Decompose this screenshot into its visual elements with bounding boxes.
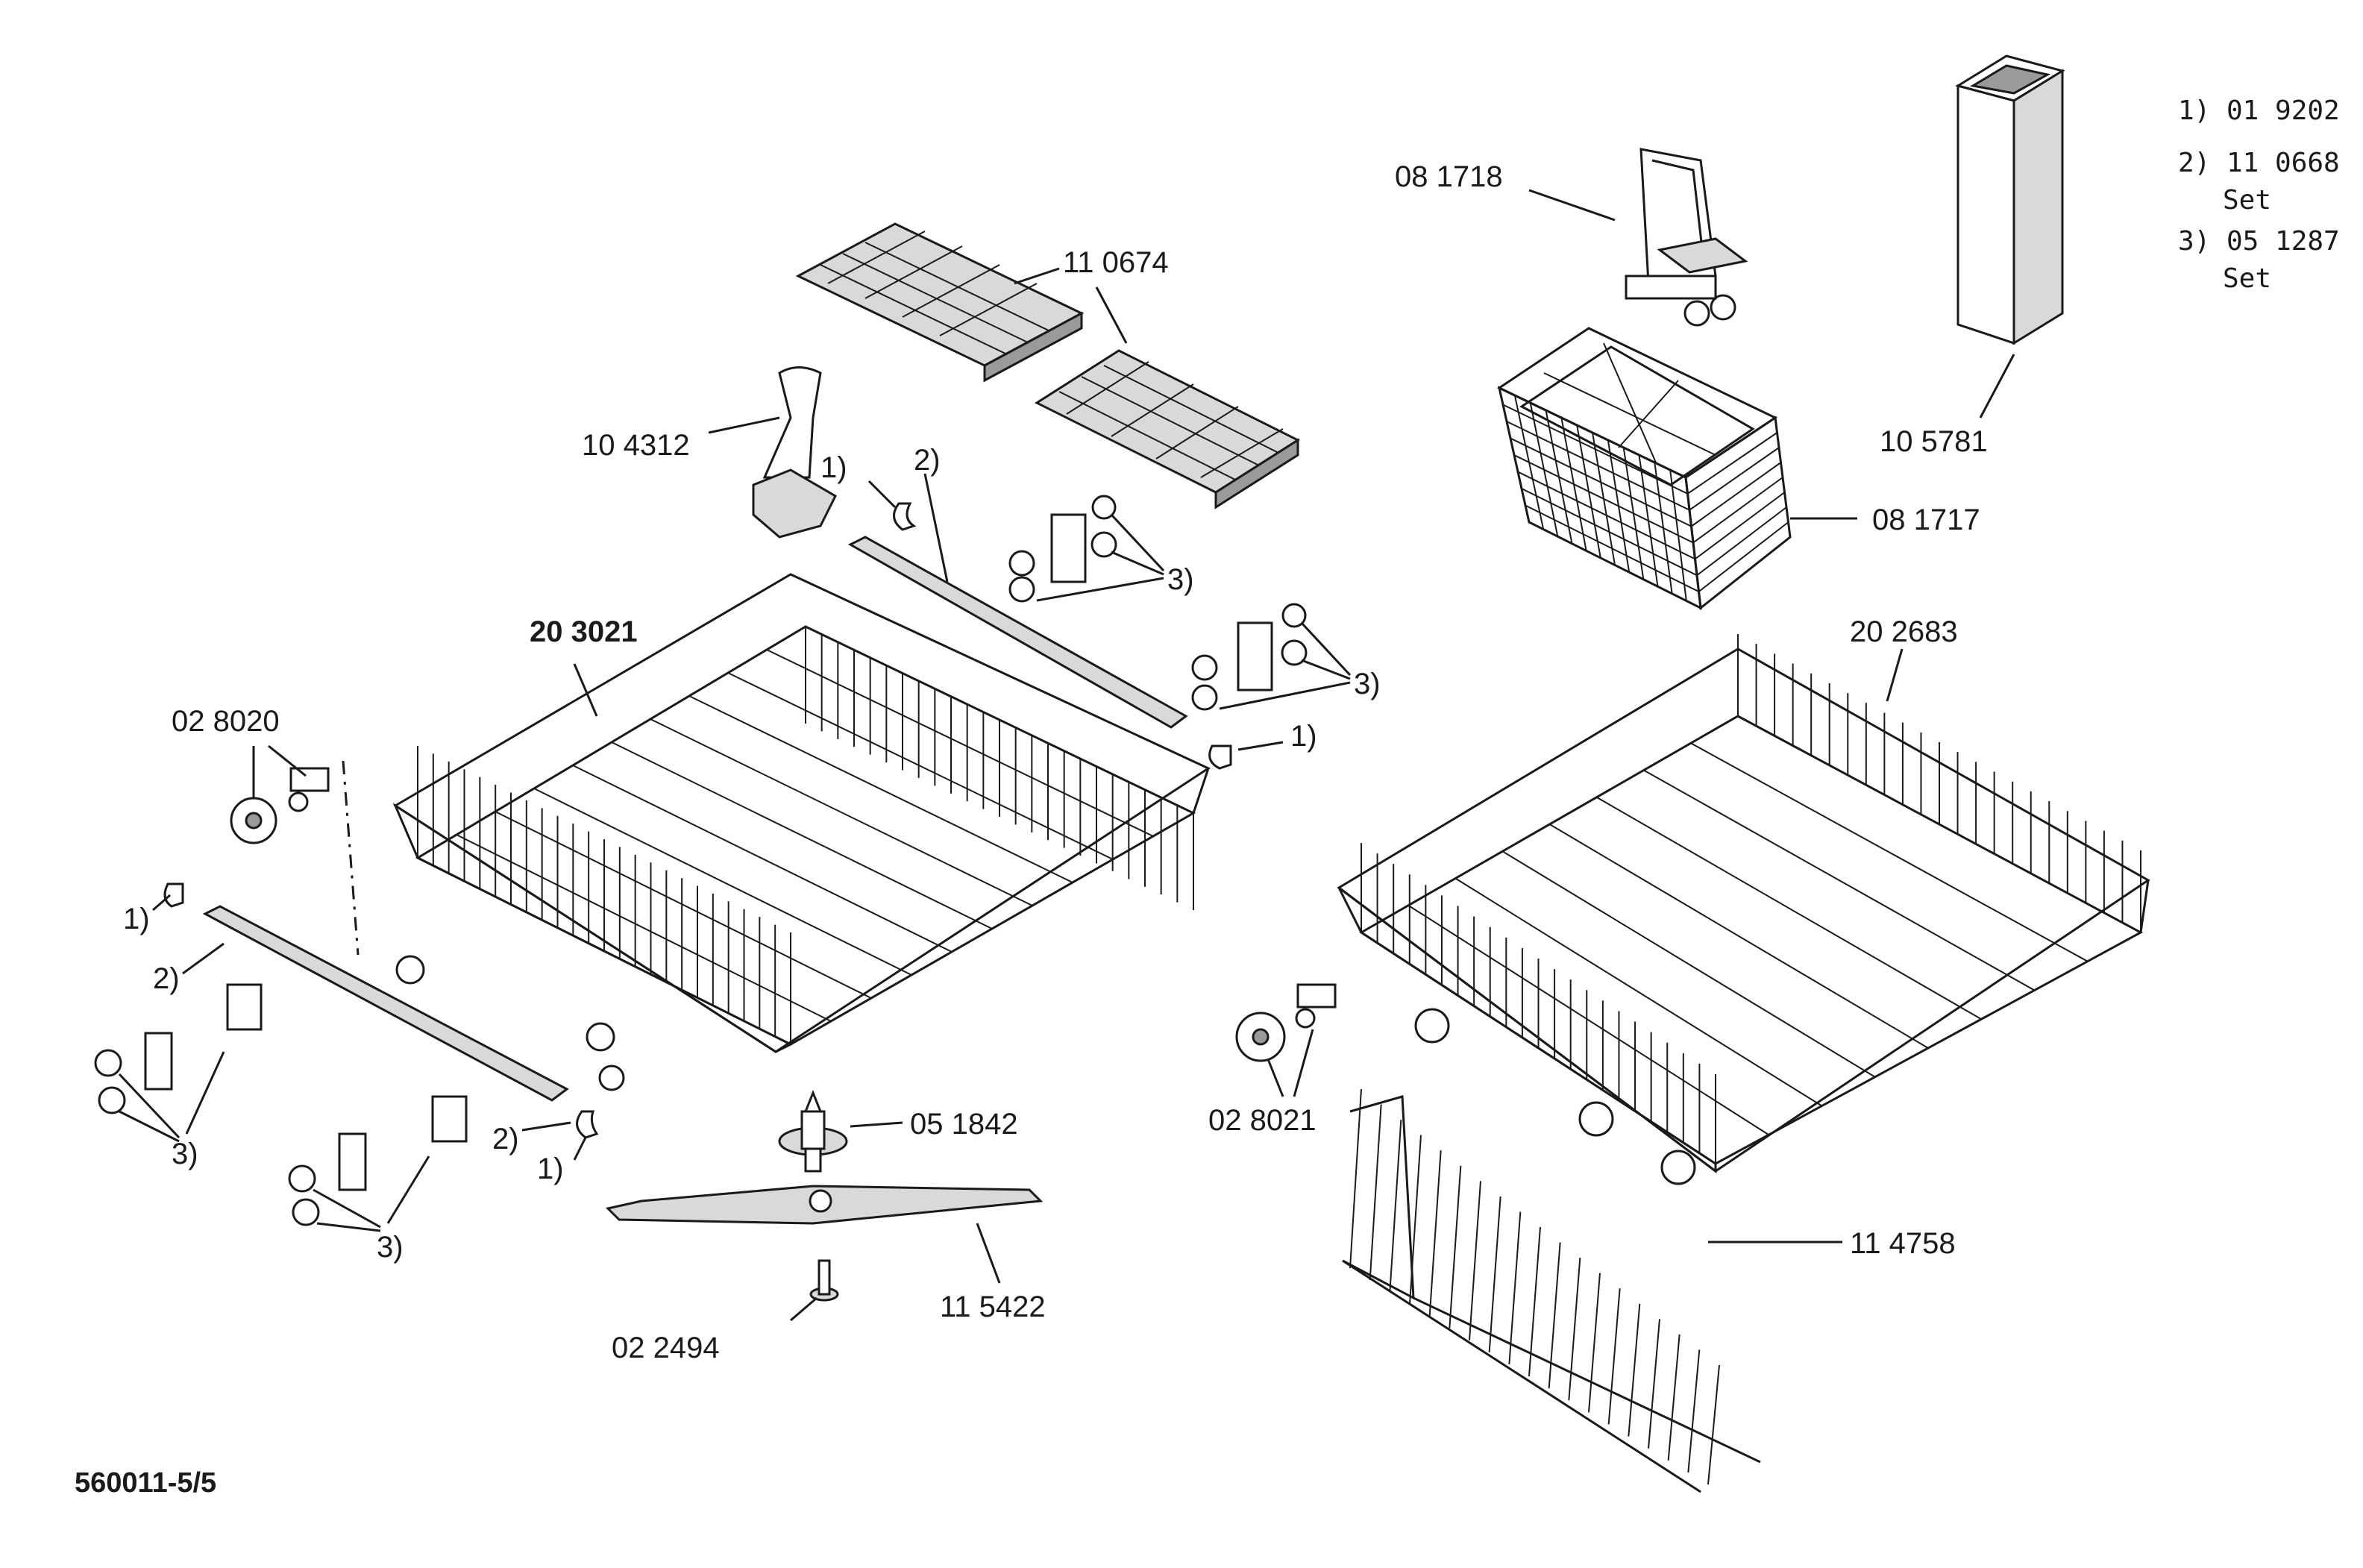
hinge-set-left-a (94, 983, 263, 1143)
screw (809, 1259, 839, 1302)
label-cutlery-basket: 08 1717 (1872, 504, 1980, 536)
leader-screw (790, 1296, 818, 1322)
leader-ref2-bottom (521, 1121, 571, 1132)
leader-ref1-left (152, 894, 171, 912)
leader-spray-arm (976, 1223, 1001, 1284)
label-insert-rack: 11 4758 (1850, 1227, 1956, 1260)
clip-left (163, 882, 184, 908)
label-upper-basket: 20 3021 (530, 615, 638, 648)
ref2-top: 2) (914, 444, 941, 477)
clip-part (893, 502, 917, 531)
ref1-left: 1) (123, 903, 150, 935)
legend-key-2: 2) (2178, 148, 2210, 178)
leader-upper-basket (573, 663, 598, 717)
label-screw: 02 2494 (612, 1332, 720, 1364)
ref3-left-a: 3) (172, 1138, 198, 1170)
label-lower-basket: 20 2683 (1850, 615, 1958, 648)
leader-tray-a (1014, 267, 1060, 285)
label-tray: 11 0674 (1063, 246, 1169, 279)
rail-top (847, 536, 1188, 729)
ref1-top: 1) (820, 451, 847, 484)
dash-left (342, 760, 360, 956)
spray-arm-nozzle (809, 1189, 832, 1213)
roller-left (230, 767, 330, 844)
basket-handle (1625, 148, 1748, 327)
leader-tube (1979, 354, 2015, 418)
ref2-bottom: 2) (492, 1123, 519, 1155)
drawing-number: 560011-5/5 (75, 1467, 216, 1499)
leader-hub (850, 1121, 903, 1128)
square-tube (1955, 54, 2065, 345)
leader-tray-b (1095, 286, 1128, 344)
leader-ref1-right (1237, 741, 1284, 751)
leader-basket-handle (1528, 189, 1616, 222)
label-basket-handle: 08 1718 (1395, 160, 1503, 193)
leader-lower-basket (1886, 648, 1904, 702)
label-hub: 05 1842 (910, 1108, 1018, 1141)
holder-part (752, 366, 837, 539)
leader-ref1-bottom (573, 1137, 587, 1161)
upper-basket (392, 573, 1211, 1091)
label-tube: 10 5781 (1880, 425, 1988, 458)
ref3-top-b: 3) (1354, 668, 1381, 700)
leader-roller-right-a (1267, 1059, 1284, 1097)
leader-roller-left-b (268, 744, 307, 777)
ref1-right: 1) (1290, 720, 1317, 753)
hinge-set-left-b (288, 1095, 468, 1232)
cutlery-basket (1496, 327, 1792, 610)
label-roller-left: 02 8020 (172, 705, 280, 738)
clip-right (1208, 744, 1232, 770)
legend-key-1: 1) (2178, 95, 2210, 126)
roller-right (1235, 983, 1337, 1062)
insert-rack (1342, 1088, 1761, 1493)
legend-value-1: 01 9202 (2227, 95, 2340, 126)
legend-value-3: 05 1287 (2227, 226, 2340, 257)
ref3-left-b: 3) (377, 1231, 404, 1264)
cutlery-tray-upper (795, 222, 1085, 383)
ref1-bottom: 1) (537, 1153, 564, 1185)
spray-arm-hub (778, 1089, 848, 1173)
lower-basket (1337, 634, 2150, 1185)
legend-key-3: 3) (2178, 226, 2210, 257)
leader-ref2-left (182, 942, 225, 975)
leader-ref1-top (867, 480, 897, 509)
label-spray-arm: 11 5422 (940, 1291, 1046, 1323)
leader-ref2-top (923, 473, 949, 583)
label-holder: 10 4312 (582, 429, 690, 462)
legend-sub-3: Set (2223, 263, 2271, 294)
legend-sub-2: Set (2223, 185, 2271, 216)
label-roller-right: 02 8021 (1208, 1104, 1317, 1137)
legend: 1) 01 9202 2) 11 0668 Set 3) 05 1287 Set (2178, 95, 2340, 294)
ref3-top-a: 3) (1167, 563, 1194, 596)
clip-bottom (576, 1110, 599, 1139)
cutlery-tray-lower (1034, 349, 1301, 509)
rail-left (202, 905, 569, 1102)
legend-value-2: 11 0668 (2227, 148, 2340, 178)
leader-holder (708, 416, 780, 434)
ref2-left: 2) (153, 962, 180, 995)
hinge-set-top-a (1008, 495, 1165, 603)
leader-roller-right-b (1293, 1029, 1314, 1097)
hinge-set-top-b (1191, 603, 1352, 711)
